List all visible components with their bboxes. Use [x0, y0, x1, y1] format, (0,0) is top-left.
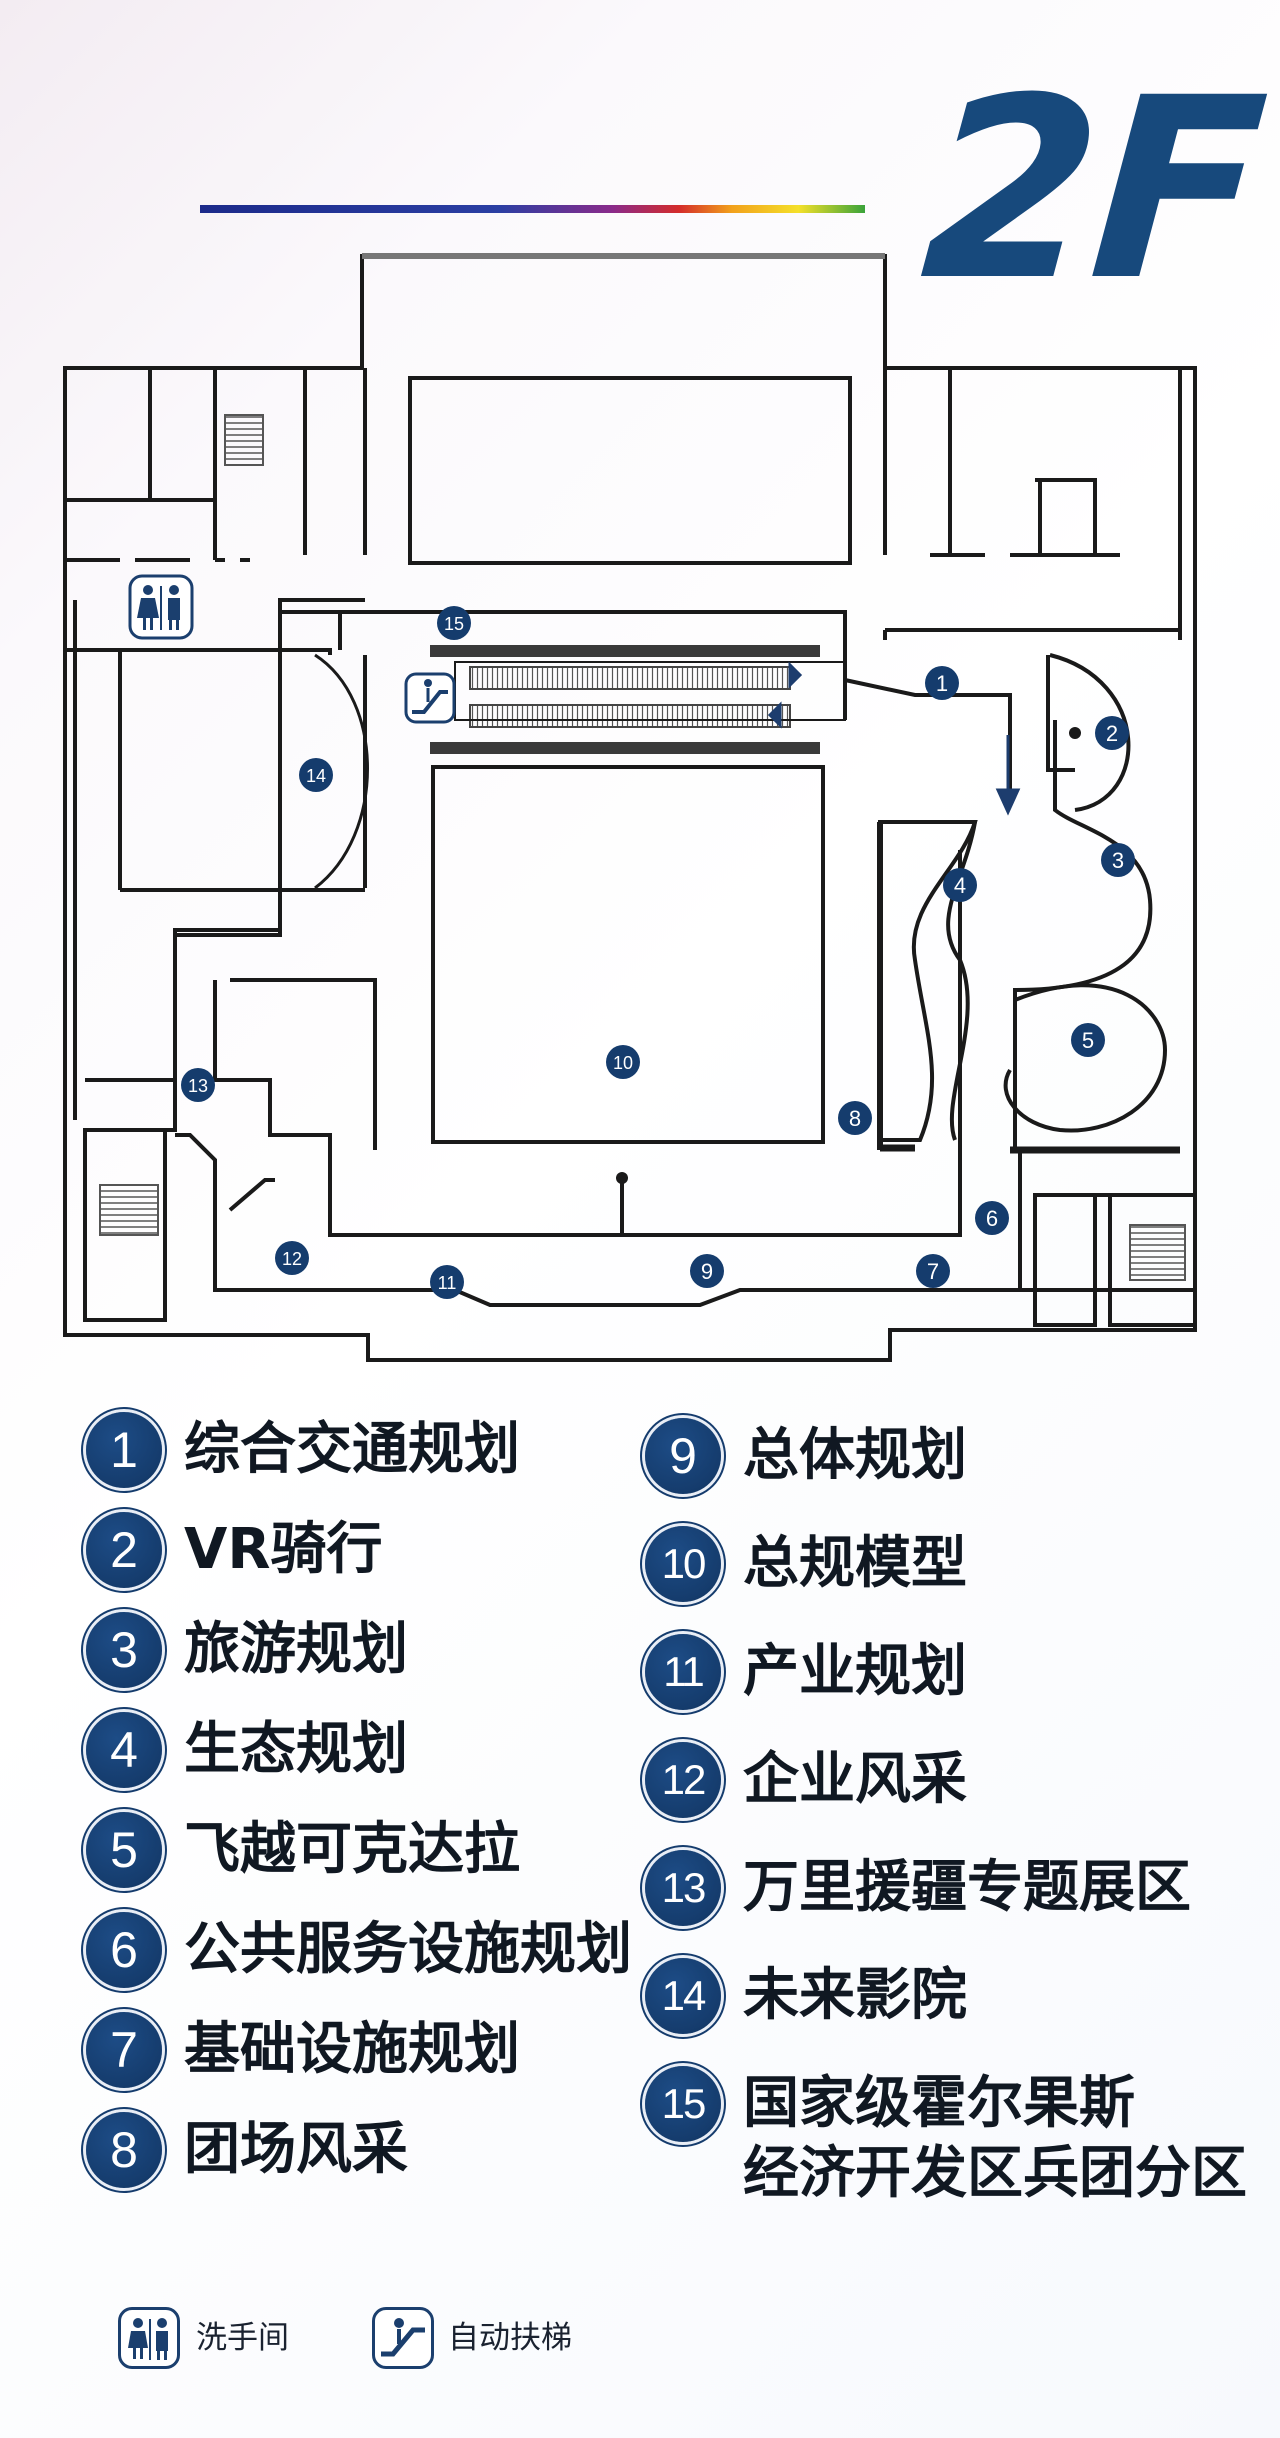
legend-label: 公共服务设施规划 [184, 1917, 632, 1982]
svg-text:2: 2 [1106, 721, 1118, 746]
map-marker-7: 7 [916, 1254, 950, 1288]
map-marker-15: 15 [437, 606, 471, 640]
map-marker-9: 9 [690, 1254, 724, 1288]
legend-badge: 10 [645, 1526, 721, 1602]
legend-badge: 6 [86, 1912, 162, 1988]
svg-text:8: 8 [849, 1106, 861, 1131]
svg-text:1: 1 [936, 671, 948, 696]
svg-text:4: 4 [954, 873, 966, 898]
legend-badge: 11 [645, 1634, 721, 1710]
legend-badge: 8 [86, 2112, 162, 2188]
svg-text:11: 11 [438, 1273, 457, 1293]
svg-text:13: 13 [188, 1076, 208, 1096]
legend-badge: 3 [86, 1612, 162, 1688]
escalator-icon [372, 2307, 434, 2369]
direction-arrows [767, 661, 1021, 816]
legend-label: 总体规划 [743, 1423, 967, 1488]
legend-label: 企业风采 [743, 1747, 967, 1812]
legend-label: 生态规划 [184, 1717, 408, 1782]
legend-badge: 9 [645, 1418, 721, 1494]
map-marker-3: 3 [1101, 843, 1135, 877]
walls [63, 253, 1197, 1362]
corridor-node [616, 1172, 628, 1184]
legend-label: VR骑行 [184, 1517, 383, 1582]
legend-label: 产业规划 [743, 1639, 967, 1704]
map-marker-13: 13 [181, 1068, 215, 1102]
floor-title: 2F [914, 44, 1268, 335]
legend-badge: 15 [645, 2066, 721, 2142]
legend-label: 总规模型 [743, 1531, 967, 1596]
svg-text:9: 9 [701, 1259, 713, 1284]
map-marker-4: 4 [943, 868, 977, 902]
map-marker-8: 8 [838, 1101, 872, 1135]
legend-badge: 12 [645, 1742, 721, 1818]
legend-label: 国家级霍尔果斯 [743, 2071, 1135, 2136]
map-marker-11: 11 [430, 1265, 464, 1299]
legend-badge: 5 [86, 1812, 162, 1888]
legend-label: 未来影院 [743, 1963, 967, 2028]
svg-text:3: 3 [1112, 848, 1124, 873]
map-marker-12: 12 [275, 1241, 309, 1275]
legend-badge: 14 [645, 1958, 721, 2034]
restroom-icon [128, 574, 194, 640]
restroom-icon [118, 2307, 180, 2369]
legend-label: 万里援疆专题展区 [743, 1855, 1191, 1920]
legend-label: 旅游规划 [184, 1617, 408, 1682]
map-markers: 1 2 3 4 5 6 7 8 9 10 11 12 13 14 15 [181, 606, 1135, 1299]
svg-text:10: 10 [613, 1053, 633, 1073]
legend-badge: 13 [645, 1850, 721, 1926]
map-marker-6: 6 [975, 1201, 1009, 1235]
escalator-icon [404, 672, 456, 724]
legend-badge: 7 [86, 2012, 162, 2088]
legend-badge: 2 [86, 1512, 162, 1588]
legend-label: 团场风采 [184, 2117, 408, 2182]
svg-text:14: 14 [306, 766, 326, 786]
escalator-label: 自动扶梯 [448, 2320, 572, 2356]
legend-label: 基础设施规划 [184, 2017, 520, 2082]
rainbow-line [200, 205, 865, 213]
svg-text:7: 7 [927, 1259, 939, 1284]
svg-text:6: 6 [986, 1206, 998, 1231]
map-marker-2: 2 [1095, 716, 1129, 750]
svg-text:5: 5 [1082, 1028, 1094, 1053]
restroom-label: 洗手间 [196, 2320, 289, 2356]
map-marker-10: 10 [606, 1045, 640, 1079]
svg-text:15: 15 [444, 614, 464, 634]
legend-label: 综合交通规划 [184, 1417, 520, 1482]
map-marker-1: 1 [925, 666, 959, 700]
map-marker-5: 5 [1071, 1023, 1105, 1057]
map-marker-14: 14 [299, 758, 333, 792]
floor-plan-map: 1 2 3 4 5 6 7 8 9 10 11 12 13 14 15 [63, 205, 1197, 1362]
legend-badge: 1 [86, 1412, 162, 1488]
legend-label: 飞越可克达拉 [184, 1817, 520, 1882]
legend-label-line2: 经济开发区兵团分区 [743, 2141, 1247, 2206]
svg-text:12: 12 [282, 1249, 302, 1269]
vr-node [1069, 727, 1081, 739]
legend-badge: 4 [86, 1712, 162, 1788]
